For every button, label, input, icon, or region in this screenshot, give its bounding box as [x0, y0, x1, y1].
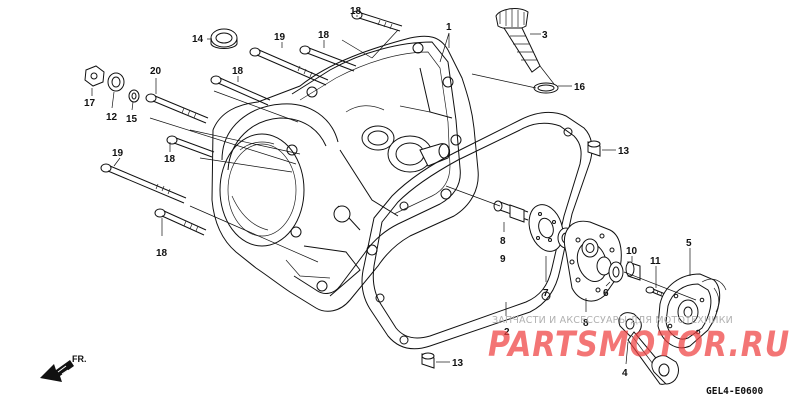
callout-15: 15: [126, 114, 138, 125]
callout-10: 10: [626, 246, 638, 257]
callout-18-bottom: 18: [156, 248, 168, 259]
bolt-20: [145, 93, 209, 124]
callout-11: 11: [650, 256, 661, 267]
callout-6: 6: [603, 288, 609, 299]
leader-lines: [91, 15, 697, 365]
clutch-lifter-arm-4: [618, 312, 679, 385]
bolt-18-bottom: [154, 208, 207, 236]
callout-12: 12: [106, 112, 118, 123]
callout-13-upper: 13: [618, 146, 630, 157]
direction-label: FR.: [72, 354, 87, 364]
dowel-pin-lower: [421, 352, 435, 369]
nut-17: [84, 65, 105, 87]
bearing-14: [210, 28, 238, 49]
callout-2: 2: [504, 327, 510, 338]
watermark-brand: PARTSMOTOR.RU: [488, 325, 790, 365]
watermark-subtitle: ЗАПЧАСТИ И АКСЕССУАРЫ ДЛЯ МОТОТЕХНИКИ: [492, 315, 733, 326]
callout-18-top: 18: [350, 6, 362, 17]
dowel-pin-upper: [587, 140, 601, 157]
watermark: ЗАПЧАСТИ И АКСЕССУАРЫ ДЛЯ МОТОТЕХНИКИ PA…: [488, 315, 790, 365]
callout-3: 3: [542, 30, 548, 41]
callout-4: 4: [622, 368, 628, 379]
bolt-18-left: [166, 135, 215, 158]
pump-shaft-9: [493, 200, 529, 223]
bolt-19-lower: [100, 163, 187, 204]
callout-13-lower: 13: [452, 358, 464, 369]
callout-8-lower: 8: [583, 318, 589, 329]
callout-5: 5: [686, 238, 692, 249]
oil-filler-cap: [495, 8, 541, 73]
callout-7: 7: [543, 288, 549, 299]
right-crankcase-cover: [211, 35, 479, 312]
callout-1: 1: [446, 22, 452, 33]
bolt-18-upper: [299, 45, 357, 72]
cover-gasket: [361, 112, 593, 350]
pump-cover-5: [657, 273, 727, 349]
callout-18-upper: 18: [318, 30, 330, 41]
callout-16: 16: [574, 82, 586, 93]
callout-17: 17: [84, 98, 96, 109]
seal-10: [625, 261, 641, 281]
callout-14: 14: [192, 34, 204, 45]
o-ring-16: [533, 82, 559, 94]
washer-15: [128, 89, 140, 103]
callout-numbers: 1 2 3 4 5 6 7 8 8 9 10 11 12 13 13 14 15…: [84, 6, 692, 379]
washer-12: [107, 72, 125, 92]
diagram-code: GEL4-E0600: [706, 386, 763, 397]
nut-washer-set: [84, 65, 140, 103]
front-direction-arrow: FR.: [40, 354, 87, 382]
callout-18-left: 18: [164, 154, 176, 165]
bolt-18-middle: [210, 75, 271, 106]
collar-6: [608, 261, 624, 283]
callout-9: 9: [500, 254, 506, 265]
bolt-19-upper: [249, 47, 329, 86]
callout-19-lower: 19: [112, 148, 124, 159]
callout-8-upper: 8: [500, 236, 506, 247]
callout-19-upper: 19: [274, 32, 286, 43]
pump-body-8: [564, 220, 622, 302]
callout-18-middle: 18: [232, 66, 244, 77]
callout-20: 20: [150, 66, 162, 77]
